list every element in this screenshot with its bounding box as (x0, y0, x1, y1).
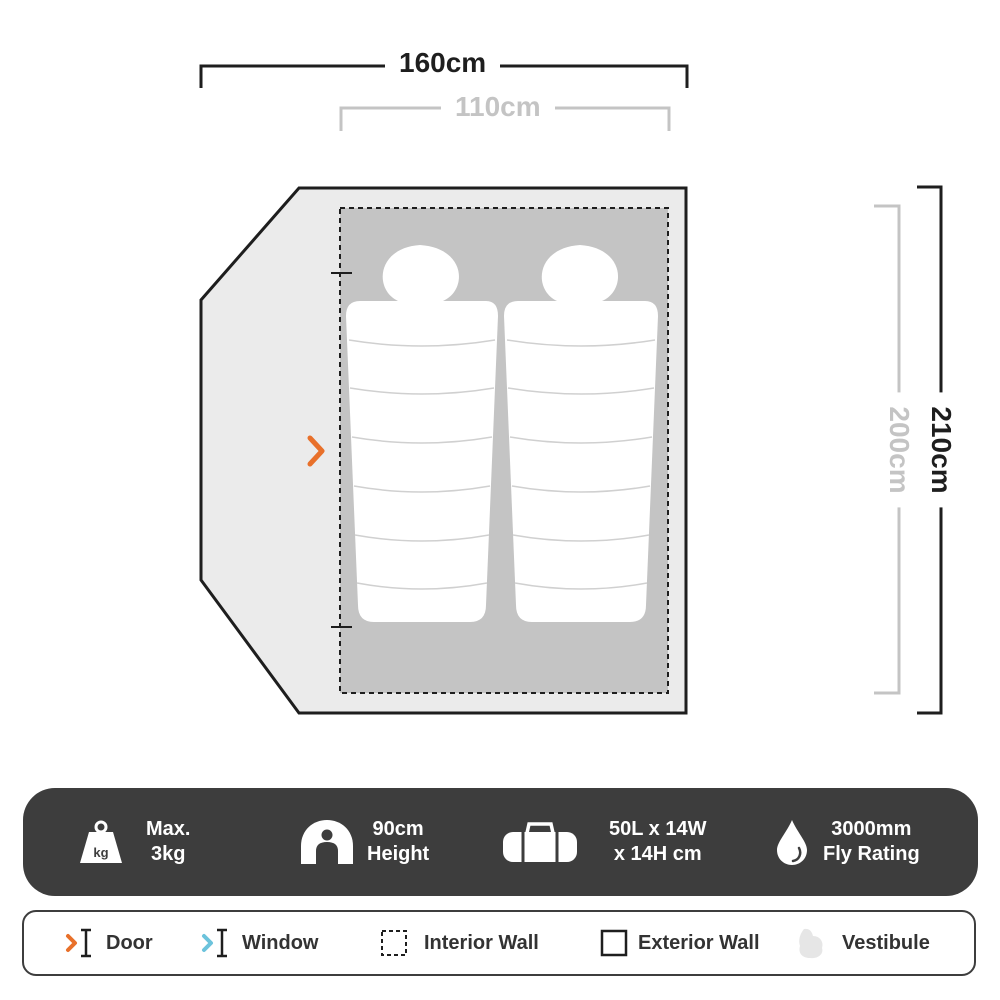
weight-kg-icon: kg (80, 820, 122, 863)
exterior-wall-icon (600, 929, 628, 957)
legend-interior-wall: Interior Wall (380, 912, 539, 974)
weight-icon-text: kg (93, 845, 108, 860)
spec-pack-size-line1: 50L x 14W (609, 818, 707, 840)
spec-fly-rating: 3000mm Fly Rating (775, 788, 920, 896)
inner-length-label: 200cm (883, 392, 915, 508)
legend-door: Door (64, 912, 153, 974)
legend-interior-wall-label: Interior Wall (424, 931, 539, 954)
legend-vestibule-label: Vestibule (842, 931, 930, 954)
outer-length-label: 210cm (925, 392, 957, 508)
door-icon (66, 928, 91, 958)
spec-pack-size: 50L x 14W x 14H cm (501, 788, 706, 896)
spec-height: 90cm Height (299, 788, 429, 896)
inner-width-label: 110cm (441, 91, 555, 123)
legend-exterior-wall-label: Exterior Wall (638, 931, 760, 954)
window-icon (202, 928, 227, 958)
spec-max-weight-line1: Max. (146, 818, 191, 840)
tent-floorplan-diagram (199, 64, 943, 715)
person-height-icon (301, 820, 353, 864)
duffel-bag-icon (503, 822, 577, 862)
outer-width-label: 160cm (385, 47, 501, 79)
sleeping-bag-left (346, 245, 498, 622)
legend-bar: Door Window Interior Wall Exterior Wall … (22, 910, 976, 976)
spec-height-line1: 90cm (372, 818, 424, 840)
water-drop-icon (777, 820, 807, 865)
legend-window-label: Window (242, 931, 319, 954)
spec-height-line2: Height (367, 843, 430, 865)
interior-wall-icon (381, 930, 407, 956)
spec-pack-size-line2: x 14H cm (613, 843, 702, 865)
spec-fly-rating-line1: 3000mm (831, 818, 912, 840)
legend-exterior-wall: Exterior Wall (600, 912, 760, 974)
legend-door-label: Door (106, 931, 153, 954)
door-icon (307, 435, 325, 467)
sleeping-bag-right (504, 245, 658, 622)
spec-max-weight: kg Max. 3kg (78, 788, 190, 896)
spec-bar: kg Max. 3kg 90cm Height 50L x 14W x 14H … (23, 788, 978, 896)
spec-fly-rating-line2: Fly Rating (823, 843, 920, 865)
vestibule-icon (799, 928, 823, 959)
legend-window: Window (200, 912, 318, 974)
legend-vestibule: Vestibule (796, 912, 930, 974)
spec-max-weight-line2: 3kg (151, 843, 186, 865)
